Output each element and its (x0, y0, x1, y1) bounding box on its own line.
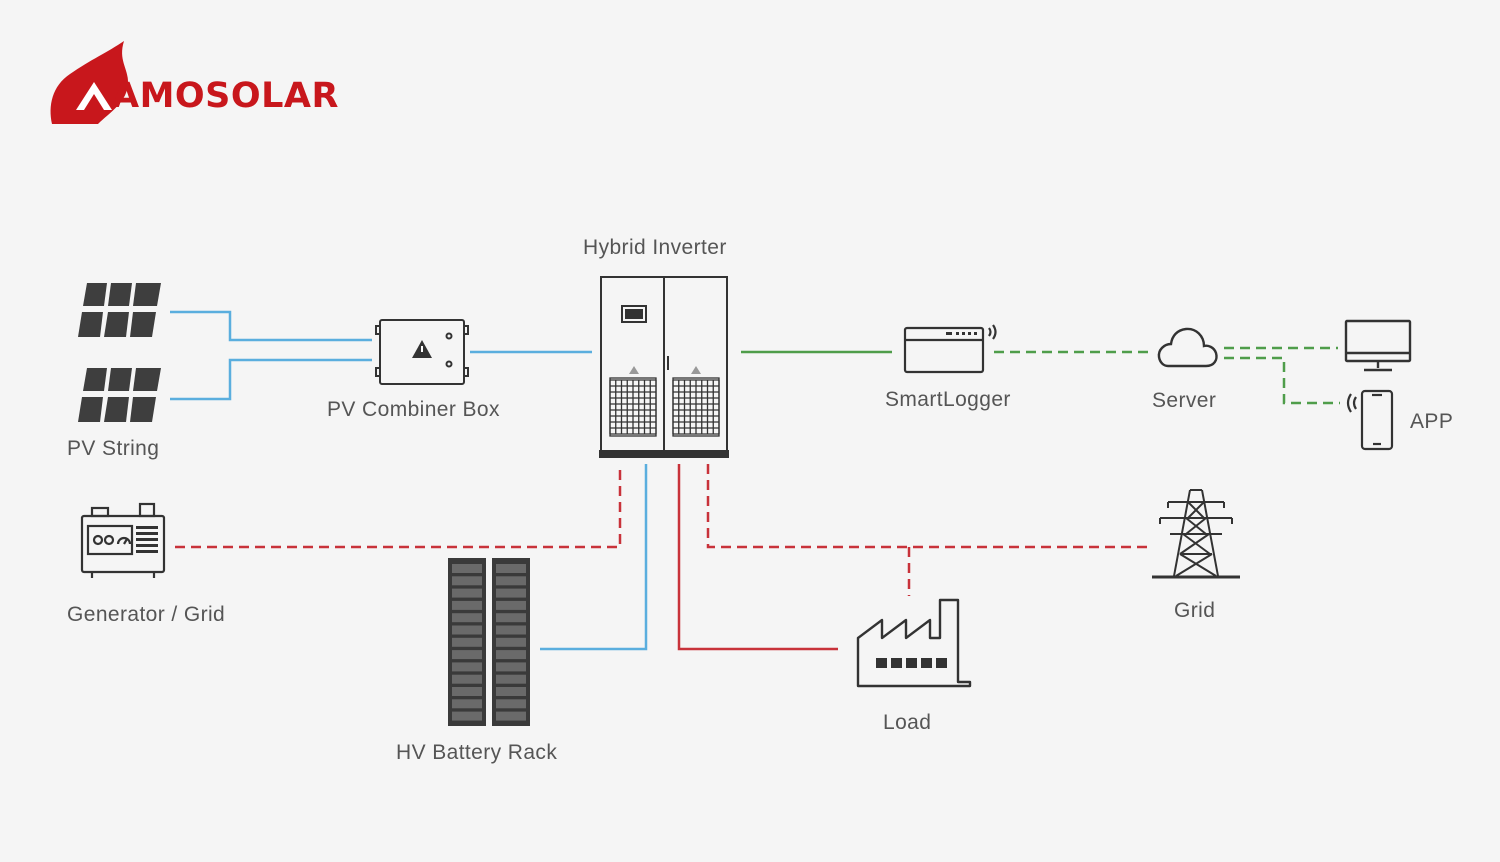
solar-panel-icon (78, 368, 161, 422)
cloud-icon (1157, 327, 1218, 368)
generator-to-inverter-line (175, 464, 622, 549)
pv-line-top (170, 310, 372, 342)
battery-rack-icon (448, 558, 530, 726)
hv-battery-rack-label: HV Battery Rack (396, 741, 558, 764)
inverter-cabinet-icon (599, 276, 729, 458)
load-label: Load (883, 711, 932, 734)
brand-name: AMOSOLAR (112, 76, 339, 116)
pv-line-bottom (170, 358, 372, 401)
factory-icon (856, 598, 972, 688)
hybrid-inverter-label: Hybrid Inverter (583, 236, 727, 259)
smartlogger-label: SmartLogger (885, 388, 1011, 411)
server-label: Server (1152, 389, 1217, 412)
inverter-to-grid-line (706, 464, 1148, 549)
transmission-tower-icon (1152, 489, 1240, 579)
app-label: APP (1410, 410, 1454, 433)
monitor-icon (1344, 319, 1412, 372)
pv-string-label: PV String (67, 437, 160, 460)
smartlogger-icon (903, 324, 997, 374)
inverter-to-battery-line (540, 464, 648, 651)
solar-panel-icon (78, 283, 161, 337)
inverter-to-load-line (677, 464, 838, 651)
flame-a-icon (50, 41, 128, 124)
pv-combiner-box-label: PV Combiner Box (327, 398, 500, 421)
smartphone-icon (1346, 389, 1394, 451)
combiner-box-icon (375, 319, 469, 385)
server-to-app-line (1224, 356, 1340, 405)
grid-label: Grid (1174, 599, 1216, 622)
generator-grid-label: Generator / Grid (67, 603, 226, 626)
generator-icon (80, 502, 166, 578)
